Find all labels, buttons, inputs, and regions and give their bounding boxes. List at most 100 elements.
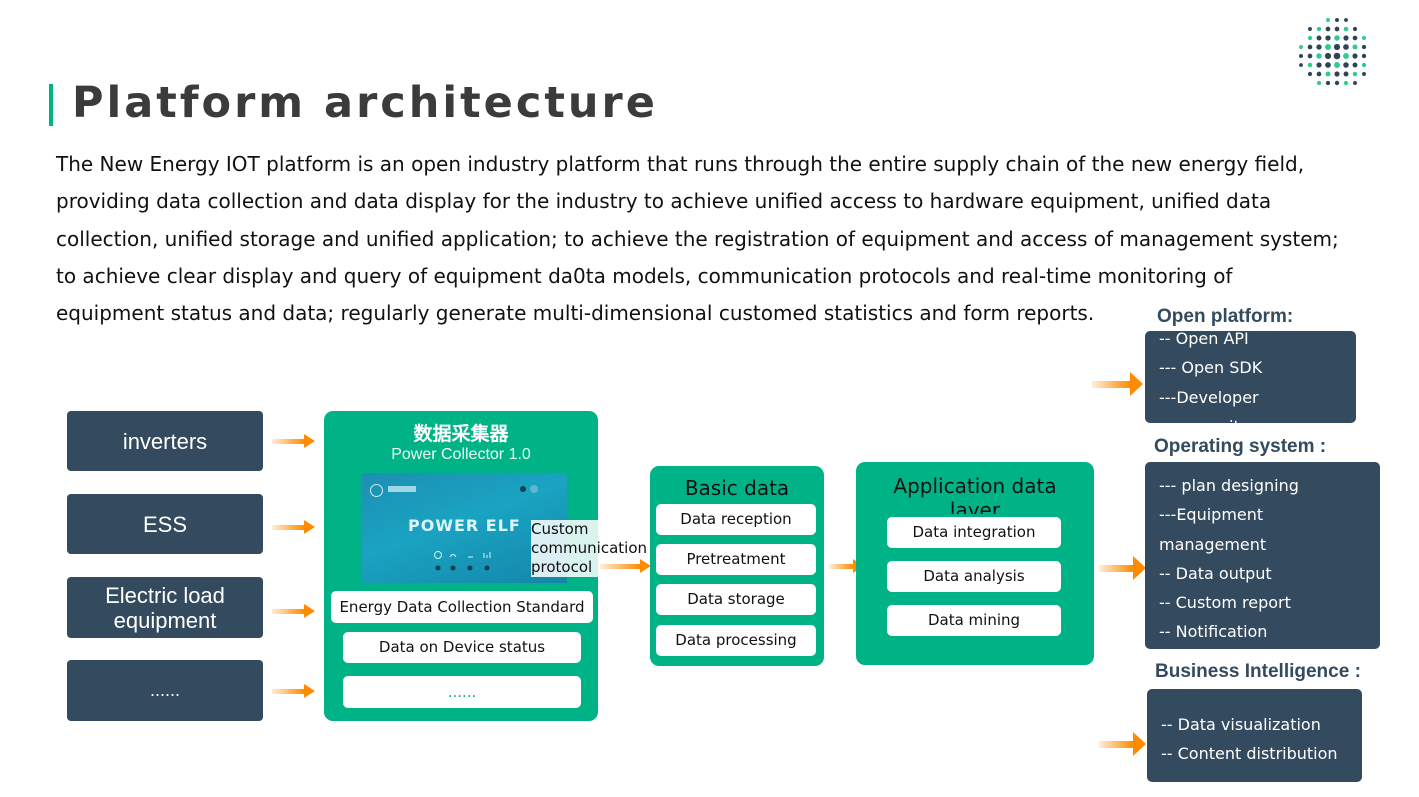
logo-dot: [1299, 45, 1303, 49]
logo-dot: [1343, 26, 1349, 32]
card-line: --- plan designing: [1159, 476, 1299, 495]
arrow-right-icon: [272, 434, 315, 448]
collector-title: 数据采集器: [413, 423, 509, 445]
logo-dot: [1316, 71, 1322, 77]
logo-dot: [1343, 53, 1349, 59]
description-line: to achieve clear display and query of eq…: [56, 263, 1233, 288]
source-label: inverters: [122, 428, 208, 454]
logo-dot: [1343, 62, 1349, 68]
logo-dot: [1299, 54, 1303, 58]
logo-dot: [1316, 53, 1322, 59]
logo-dot: [1333, 52, 1341, 60]
arrow-right-icon: [1099, 556, 1146, 580]
logo-dot: [1361, 44, 1367, 50]
logo-dot: [1307, 53, 1313, 59]
arrow-right-icon: [272, 520, 315, 534]
logo-dot: [1362, 72, 1366, 76]
basic-data-item: Data reception: [656, 504, 816, 535]
logo-dot: [1352, 53, 1358, 59]
source-electric-load: Electric load equipment: [67, 577, 263, 638]
logo-dot: [1334, 62, 1340, 68]
source-inverters: inverters: [67, 411, 263, 471]
description-line: The New Energy IOT platform is an open i…: [56, 152, 1305, 176]
logo-dot: [1326, 18, 1330, 22]
description-line: collection, unified storage and unified …: [56, 226, 1339, 251]
title-accent-bar: [49, 84, 53, 126]
logo-dot: [1353, 81, 1357, 85]
logo-dot: [1361, 53, 1367, 59]
logo-dot: [1325, 80, 1331, 86]
card-line: community: [1159, 412, 1356, 423]
logo-dot: [1343, 44, 1349, 50]
source-label: ESS: [142, 511, 188, 537]
basic-data-item: Data storage: [656, 584, 816, 615]
operating-system-heading: Operating system :: [1154, 436, 1327, 457]
dotted-globe-icon: [1299, 18, 1367, 86]
logo-dot: [1344, 18, 1348, 22]
logo-dot: [1325, 35, 1331, 41]
indicator-dot: [530, 485, 538, 493]
card-line: ---Developer: [1159, 387, 1259, 407]
card-line: -- Content distribution: [1161, 744, 1338, 764]
device-label: POWER ELF: [408, 516, 521, 535]
arrow-right-icon: [600, 559, 651, 573]
open-platform-heading: Open platform:: [1157, 306, 1294, 327]
collector-subtitle: Power Collector 1.0: [391, 446, 531, 463]
description-line: providing data collection and data displ…: [56, 189, 1272, 214]
logo-dot: [1308, 27, 1312, 31]
basic-data-item: Pretreatment: [656, 544, 816, 575]
card-line: -- Data visualization: [1161, 715, 1321, 734]
logo-dot: [1324, 52, 1332, 60]
brand-mark: [388, 486, 416, 492]
logo-dot: [1316, 44, 1322, 50]
brand-logo-icon: [370, 484, 383, 497]
card-line: -- Data output: [1159, 563, 1272, 583]
operating-system-card: --- plan designing ---Equipment manageme…: [1145, 462, 1380, 649]
app-layer-title: Application data layer: [893, 474, 1057, 514]
card-line: -- Custom report: [1159, 593, 1291, 613]
indicator-dot: [520, 486, 526, 492]
logo-dot: [1352, 44, 1358, 50]
card-line: -- Notification: [1159, 622, 1268, 642]
card-line: --- Open SDK: [1159, 358, 1263, 378]
arrow-right-icon: [272, 604, 315, 618]
logo-dot: [1325, 62, 1331, 68]
logo-dot: [1361, 62, 1367, 68]
logo-dot: [1343, 80, 1349, 86]
logo-dot: [1316, 62, 1322, 68]
source-label: Electric load equipment: [105, 582, 225, 633]
logo-dot: [1307, 35, 1313, 41]
device-status-leds: [432, 549, 532, 573]
page-title: Platform architecture: [72, 78, 658, 128]
basic-data-item: Data processing: [656, 625, 816, 656]
logo-dot: [1334, 35, 1340, 41]
source-ess: ESS: [67, 494, 263, 554]
source-label: ......: [149, 680, 180, 700]
basic-data-title: Basic data: [684, 476, 790, 500]
collector-item: Energy Data Collection Standard: [331, 591, 593, 623]
logo-dot: [1307, 44, 1313, 50]
business-intelligence-heading: Business Intelligence :: [1155, 661, 1361, 682]
collector-item: ......: [343, 676, 581, 708]
arrow-right-icon: [272, 684, 315, 698]
app-layer-item: Data analysis: [887, 561, 1061, 592]
logo-dot: [1334, 80, 1340, 86]
description-line: equipment status and data; regularly gen…: [56, 301, 1095, 326]
card-line: -- Open API: [1159, 331, 1249, 348]
source-more: ......: [67, 660, 263, 721]
logo-dot: [1316, 26, 1322, 32]
app-layer-item: Data integration: [887, 517, 1061, 548]
arrow-right-icon: [1099, 732, 1146, 756]
logo-dot: [1352, 35, 1358, 41]
business-intelligence-card: -- Data visualization -- Content distrib…: [1147, 689, 1362, 782]
logo-dot: [1334, 71, 1340, 77]
logo-dot: [1352, 26, 1358, 32]
logo-dot: [1343, 71, 1349, 77]
logo-dot: [1361, 35, 1367, 41]
logo-dot: [1343, 35, 1349, 41]
logo-dot: [1325, 44, 1331, 50]
logo-dot: [1299, 63, 1303, 67]
logo-dot: [1325, 71, 1331, 77]
arrow-right-icon: [1092, 372, 1143, 396]
collector-item: Data on Device status: [343, 632, 581, 663]
